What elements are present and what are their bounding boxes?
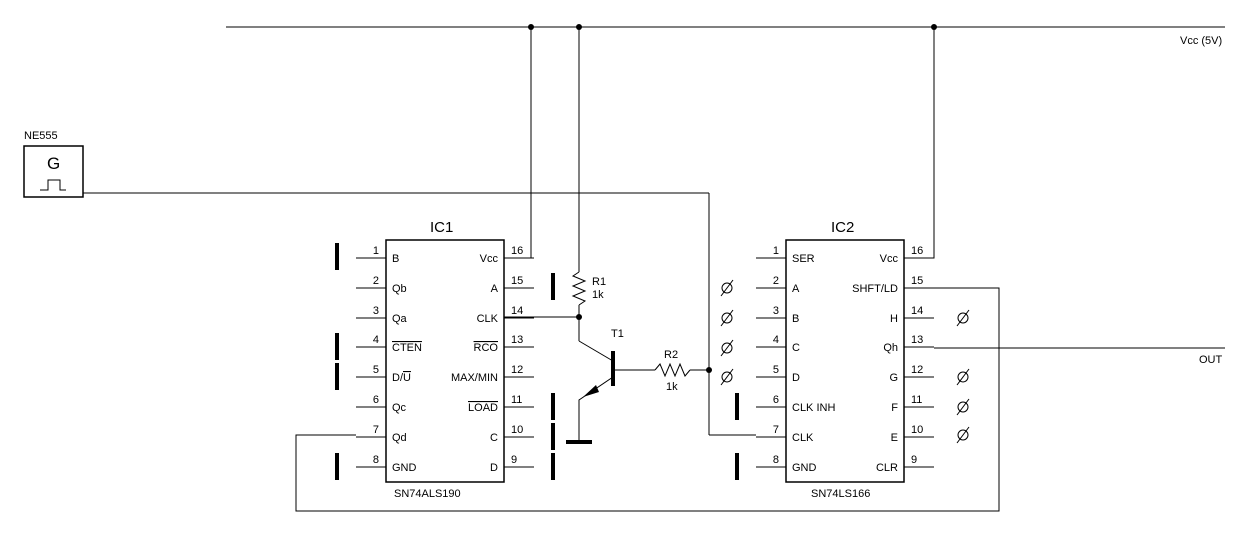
ic2-pin-6-number: 6 bbox=[773, 394, 779, 406]
ic1-pin-2-number: 2 bbox=[373, 275, 379, 287]
ic1-pin-15-label: A bbox=[491, 283, 499, 295]
junction-r2-clock bbox=[706, 367, 712, 373]
ic1-pin-7-label: Qd bbox=[392, 432, 407, 444]
ic2-pin-14-label: H bbox=[890, 313, 898, 325]
t1-collector bbox=[578, 340, 614, 362]
ic2-pin-15-label: SHFT/LD bbox=[852, 283, 898, 295]
ic2-pin-11-label: F bbox=[891, 402, 898, 414]
ic2-pin-16-label: Vcc bbox=[880, 253, 899, 265]
ic2-pin-7-number: 7 bbox=[773, 424, 779, 436]
ic2-pin-8-number: 8 bbox=[773, 454, 779, 466]
output-label: OUT bbox=[1199, 354, 1223, 366]
ic2-body bbox=[785, 239, 905, 483]
r1-resistor bbox=[571, 271, 587, 306]
t1-name: T1 bbox=[611, 328, 624, 340]
ic2-pin-11-number: 11 bbox=[911, 394, 922, 406]
ic2-pin-9-number: 9 bbox=[911, 454, 917, 466]
ic2-pin-3-label: B bbox=[792, 313, 799, 325]
t1-emitter-arrow bbox=[583, 385, 599, 397]
ic1-pin-1-label: B bbox=[392, 253, 399, 265]
ic2-pin-14-number: 14 bbox=[911, 305, 923, 317]
ic2-pin-10-label: E bbox=[891, 432, 898, 444]
vcc-label: Vcc (5V) bbox=[1180, 35, 1222, 47]
ic1-part: SN74ALS190 bbox=[394, 488, 461, 500]
ic1-pin-14-number: 14 bbox=[511, 305, 523, 317]
ic1-pin-6-number: 6 bbox=[373, 394, 379, 406]
ic1-pin-12-label: MAX/MIN bbox=[451, 372, 498, 384]
ic2-pin-3-number: 3 bbox=[773, 305, 779, 317]
junction-ic1-clk bbox=[576, 314, 582, 320]
ic2-pin-4-label: C bbox=[792, 342, 800, 354]
ic1-pin-8-number: 8 bbox=[373, 454, 379, 466]
ic2-pin-5-number: 5 bbox=[773, 364, 779, 376]
ic1-pin-7-number: 7 bbox=[373, 424, 379, 436]
ic2-pin-16-number: 16 bbox=[911, 245, 923, 257]
ic2-pin-4-number: 4 bbox=[773, 334, 779, 346]
ic1-pin-9-number: 9 bbox=[511, 454, 517, 466]
ic1-pin-12-number: 12 bbox=[511, 364, 523, 376]
ic2-pin-13-label: Qh bbox=[883, 342, 898, 354]
ic1-pin-16-number: 16 bbox=[511, 245, 523, 257]
junction-r1-vcc bbox=[576, 24, 582, 30]
r1-value: 1k bbox=[592, 289, 604, 301]
r1-name: R1 bbox=[592, 276, 606, 288]
ic1-pin-3-number: 3 bbox=[373, 305, 379, 317]
ic2-unconnected-markers bbox=[720, 279, 970, 444]
ic2-name: IC2 bbox=[831, 219, 854, 236]
ic1-pin-16-label: Vcc bbox=[480, 253, 499, 265]
ic2-pin-10-number: 10 bbox=[911, 424, 923, 436]
ic1-pin-11-number: 11 bbox=[511, 394, 522, 406]
ic2-pin-6-label: CLK INH bbox=[792, 402, 835, 414]
ic2-pin-9-label: CLR bbox=[876, 462, 898, 474]
ic1-pin-4-label: CTEN bbox=[392, 342, 422, 354]
ic1-vcc-wire bbox=[504, 27, 532, 259]
ic2-pin-7-label: CLK bbox=[792, 432, 814, 444]
ic1-pin-9-label: D bbox=[490, 462, 498, 474]
ic1-pin-5-number: 5 bbox=[373, 364, 379, 376]
generator-box bbox=[23, 145, 84, 198]
ic2-pin-13-number: 13 bbox=[911, 334, 923, 346]
ic1-pin-2-label: Qb bbox=[392, 283, 407, 295]
ic2-pin-8-label: GND bbox=[792, 462, 817, 474]
ic2-pin-15-number: 15 bbox=[911, 275, 923, 287]
ic1-pin-1-number: 1 bbox=[373, 245, 379, 257]
generator-symbol: G bbox=[47, 154, 60, 173]
t1-emitter bbox=[578, 376, 614, 440]
ic2-pin-2-number: 2 bbox=[773, 275, 779, 287]
ic1-pin-8-label: GND bbox=[392, 462, 417, 474]
ic1-pin-6-label: Qc bbox=[392, 402, 407, 414]
ic1-pin-11-label: LOAD bbox=[468, 402, 498, 414]
ic1-pin-10-label: C bbox=[490, 432, 498, 444]
ic1-pin-14-label: CLK bbox=[477, 313, 499, 325]
ic1-pin-3-label: Qa bbox=[392, 313, 408, 325]
ic2-pin-1-label: SER bbox=[792, 253, 815, 265]
ic1-pin-13-label: RCO bbox=[474, 342, 499, 354]
junction-ic1-vcc bbox=[528, 24, 534, 30]
ic1-pin-13-number: 13 bbox=[511, 334, 523, 346]
ic2-pin-12-number: 12 bbox=[911, 364, 923, 376]
ic1-pin-4-number: 4 bbox=[373, 334, 379, 346]
pulse-icon bbox=[40, 179, 66, 191]
ic2-pin-5-label: D bbox=[792, 372, 800, 384]
r2-resistor bbox=[654, 362, 691, 378]
ic1-body bbox=[385, 239, 505, 483]
ic2-pin-1-number: 1 bbox=[773, 245, 779, 257]
ic1-name: IC1 bbox=[430, 219, 453, 236]
ic1-pin-5-label: D/U bbox=[392, 372, 411, 384]
ic2-pin-2-label: A bbox=[792, 283, 800, 295]
ic2-part: SN74LS166 bbox=[811, 488, 870, 500]
ic1-pin-10-number: 10 bbox=[511, 424, 523, 436]
feedback-wire bbox=[295, 287, 1000, 512]
ic1-pin-15-number: 15 bbox=[511, 275, 523, 287]
r2-name: R2 bbox=[664, 349, 678, 361]
generator-name: NE555 bbox=[24, 130, 58, 142]
r2-value: 1k bbox=[666, 381, 678, 393]
ic2-pin-12-label: G bbox=[889, 372, 898, 384]
ic2-vcc-wire bbox=[904, 27, 935, 259]
junction-ic2-vcc bbox=[931, 24, 937, 30]
